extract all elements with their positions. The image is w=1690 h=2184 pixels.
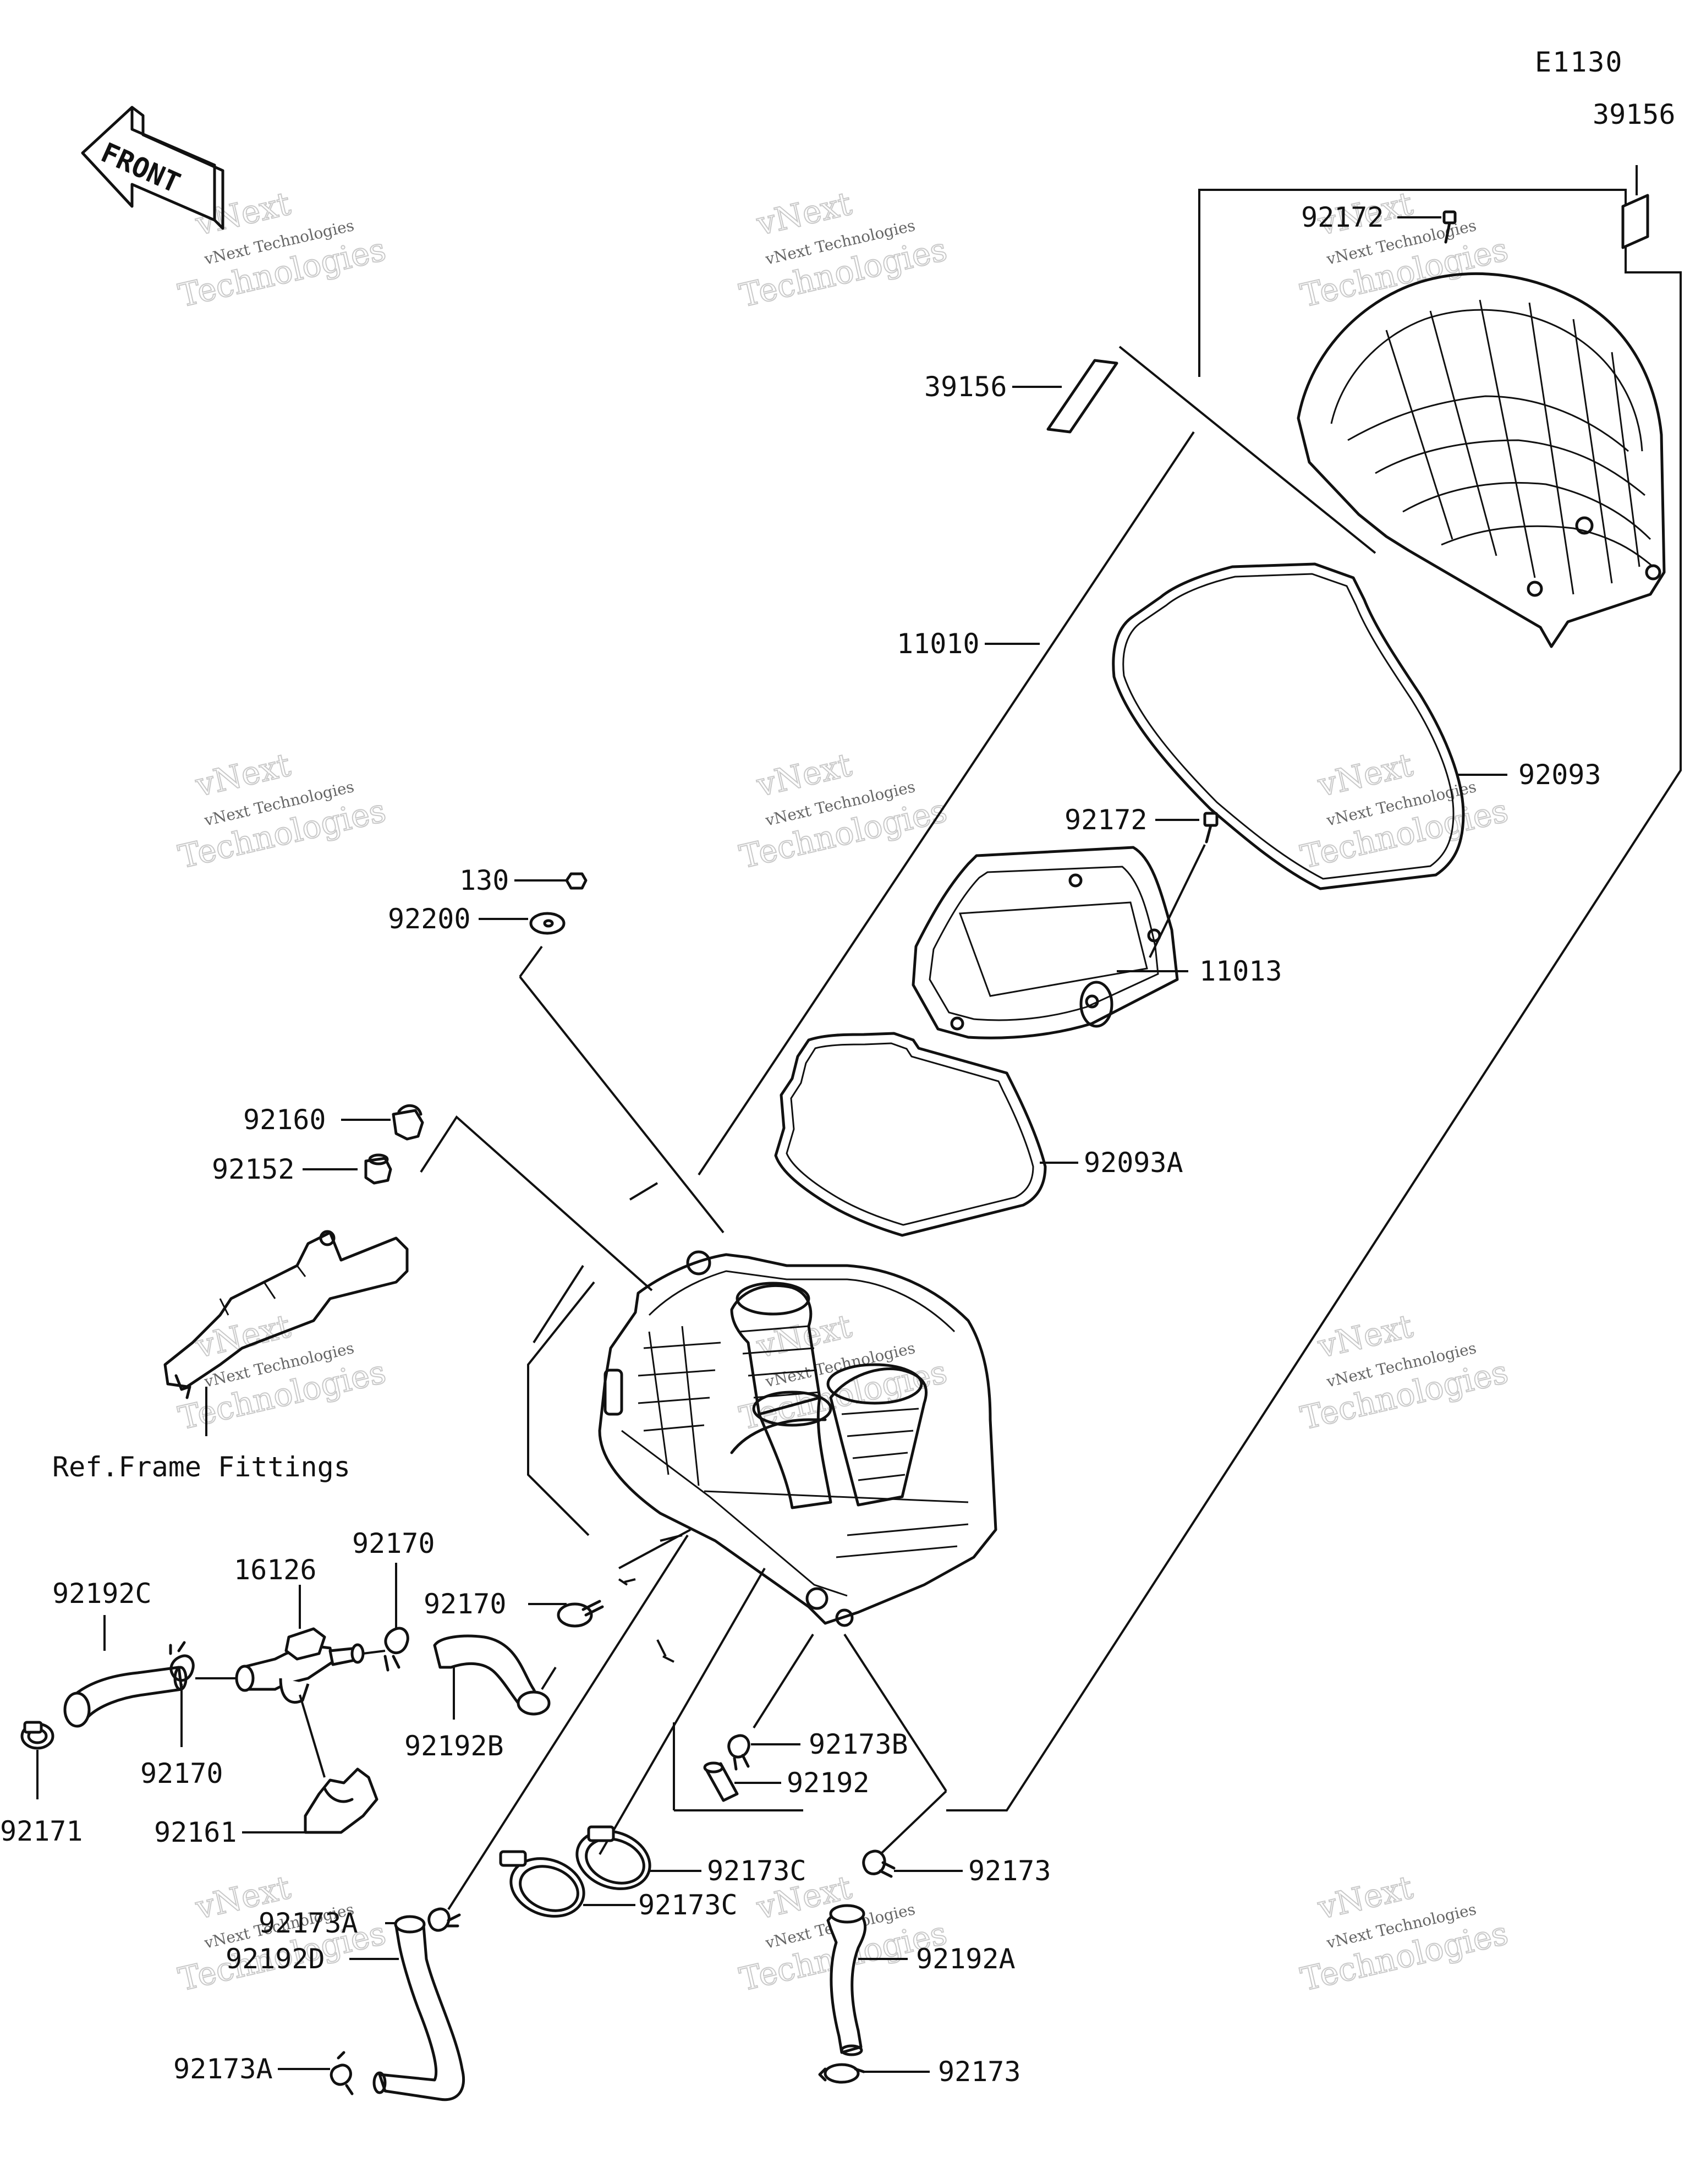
callout-92170-left: 92170 xyxy=(140,1758,223,1789)
callout-11010: 11010 xyxy=(897,628,980,660)
callout-92173c-upper: 92173C xyxy=(707,1855,806,1887)
air-filter-element xyxy=(912,846,1179,1039)
front-arrow-shape xyxy=(81,106,216,222)
callout-92170-right: 92170 xyxy=(352,1528,435,1559)
callout-92173a-lower: 92173A xyxy=(173,2053,273,2085)
stay-bracket xyxy=(163,1230,409,1399)
callout-92171: 92171 xyxy=(0,1815,83,1847)
grommet-92152 xyxy=(303,1153,392,1185)
leader-92160 xyxy=(420,1115,653,1291)
valve-16126 xyxy=(235,1585,365,1704)
callout-92172-upper: 92172 xyxy=(1301,201,1384,233)
watermarks: vNext vNext Technologies Technologies vN… xyxy=(174,184,1512,1999)
callout-92192d: 92192D xyxy=(226,1943,325,1975)
leader-92152 xyxy=(533,1265,584,1344)
watermark: vNext vNext Technologies Technologies xyxy=(736,746,951,877)
callout-92173c-lower: 92173C xyxy=(638,1889,738,1921)
gasket-92093a-inner xyxy=(786,1042,1034,1226)
leader-92173c xyxy=(599,1568,766,1855)
front-arrow-depth xyxy=(130,106,224,230)
diagram-code: E1130 xyxy=(1535,46,1623,78)
callout-92170-box: 92170 xyxy=(424,1588,507,1620)
gasket-92093-inner xyxy=(1122,573,1455,880)
hose-92192a xyxy=(826,1904,908,2056)
callout-92152: 92152 xyxy=(212,1153,295,1185)
callout-11013: 11013 xyxy=(1199,955,1282,987)
air-cleaner-case xyxy=(598,1250,997,1627)
callout-92093a: 92093A xyxy=(1084,1147,1183,1179)
washer-92200 xyxy=(479,912,725,1234)
watermark: vNext vNext Technologies Technologies xyxy=(1297,1868,1512,1999)
watermark: vNext vNext Technologies Technologies xyxy=(736,184,951,315)
callout-92200: 92200 xyxy=(388,903,471,935)
callout-92172-lower: 92172 xyxy=(1065,804,1148,836)
callout-92192c: 92192C xyxy=(52,1578,152,1610)
clamp-92173c-upper xyxy=(575,1825,701,1890)
clip-92173-lower xyxy=(818,2063,930,2084)
leader-left-bracket xyxy=(527,1281,595,1536)
clamp-92173c-lower xyxy=(499,1850,635,1918)
gasket-92093a xyxy=(774,1032,1047,1237)
air-cleaner-cover xyxy=(1297,272,1666,648)
callout-39156-upper: 39156 xyxy=(1593,98,1676,130)
watermark: vNext vNext Technologies Technologies xyxy=(1297,746,1512,877)
front-direction-arrow: FRONT xyxy=(81,106,224,230)
watermark: vNext vNext Technologies Technologies xyxy=(1297,1307,1512,1438)
clip-92173b xyxy=(727,1633,814,1771)
hose-92192b xyxy=(433,1634,557,1720)
gasket-92093 xyxy=(1112,562,1465,890)
callout-92161: 92161 xyxy=(154,1816,237,1848)
callout-130: 130 xyxy=(459,864,509,896)
bracket-92161 xyxy=(242,1694,378,1834)
callout-92173b: 92173B xyxy=(809,1728,908,1760)
callout-92192: 92192 xyxy=(787,1767,870,1799)
clip-92170-box xyxy=(528,1600,604,1628)
hose-92192d xyxy=(349,1915,465,2101)
callout-92093: 92093 xyxy=(1518,759,1601,791)
clip-92170-left xyxy=(169,1641,237,1747)
callout-39156-lower: 39156 xyxy=(924,371,1007,403)
callout-92160: 92160 xyxy=(243,1104,326,1136)
reference-note: Ref.Frame Fittings xyxy=(52,1451,350,1483)
callout-92173a-upper: 92173A xyxy=(259,1907,358,1939)
grommet-92160 xyxy=(341,1104,424,1141)
screw-92172-upper xyxy=(1397,210,1457,244)
hose-92192 xyxy=(703,1761,781,1802)
callout-92173-upper: 92173 xyxy=(968,1855,1051,1887)
decal-lower xyxy=(1046,359,1118,434)
callout-92192a: 92192A xyxy=(916,1943,1016,1975)
watermark: vNext vNext Technologies Technologies xyxy=(174,746,389,877)
assembly-frame xyxy=(673,189,1682,1811)
clip-92173a-lower xyxy=(278,2051,354,2095)
clamp-92171 xyxy=(20,1721,54,1799)
callout-92173-lower: 92173 xyxy=(938,2056,1021,2088)
clip-92173-upper xyxy=(843,1633,963,1878)
watermark: vNext vNext Technologies Technologies xyxy=(174,1307,389,1438)
callout-92192b: 92192B xyxy=(404,1730,504,1762)
callout-16126: 16126 xyxy=(234,1554,317,1586)
hose-92192c xyxy=(63,1615,188,1728)
clip-92170-right xyxy=(363,1563,409,1672)
decal-upper xyxy=(1621,194,1649,249)
bolt-130 xyxy=(514,872,588,890)
